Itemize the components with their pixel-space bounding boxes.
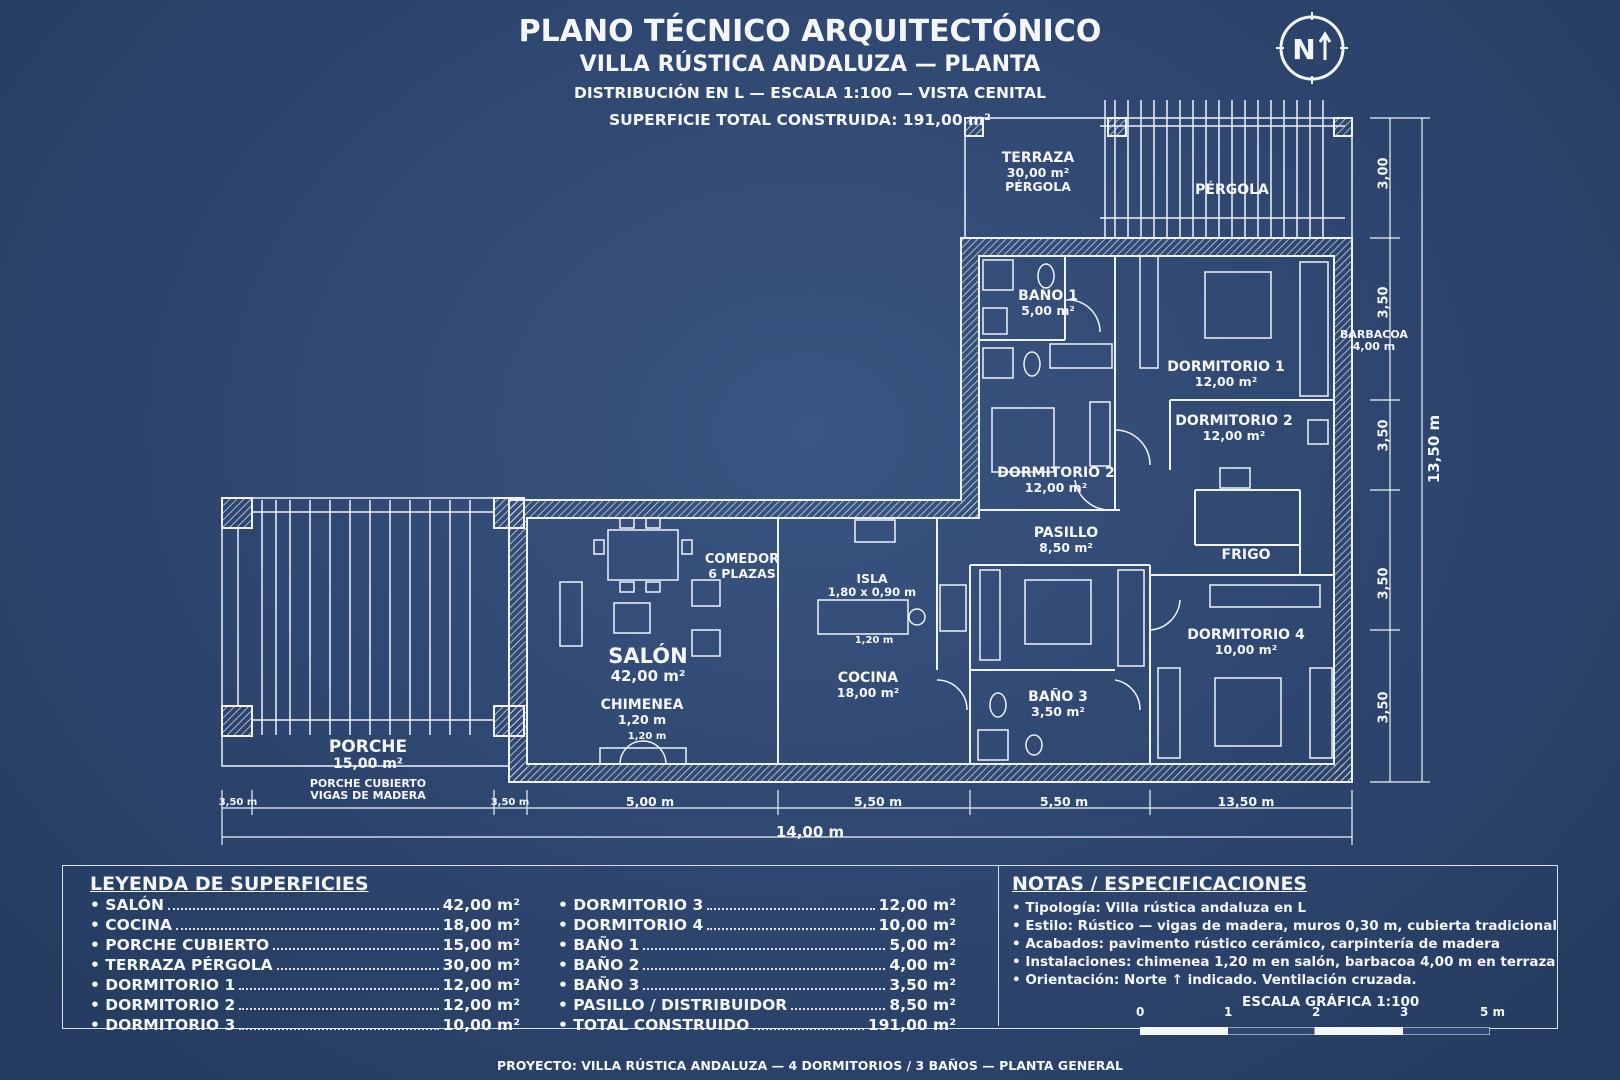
graphic-scale-bar (1140, 1020, 1491, 1036)
plan-total-area: SUPERFICIE TOTAL CONSTRUIDA: 191,00 m² (609, 111, 991, 129)
dim-bottom-2: 3,50 m (490, 797, 530, 808)
chimenea-dimension: 1,20 m (627, 731, 667, 742)
kitchen-island (817, 599, 909, 635)
barbacoa (1299, 261, 1329, 397)
coffee-table (613, 602, 651, 634)
pergola-beams (1100, 100, 1345, 238)
dining-table (607, 529, 679, 581)
fireplace (599, 747, 687, 765)
kitchen-sink (854, 519, 896, 543)
scale-tick: 2 (1312, 1005, 1321, 1019)
notes-title: NOTAS / ESPECIFICACIONES (1012, 873, 1308, 895)
north-label: N (1292, 33, 1315, 66)
bed-dorm2 (991, 407, 1055, 473)
room-bano3: BAÑO 3 3,50 m² (1028, 689, 1088, 720)
panel-divider (998, 866, 999, 1026)
dim-bottom-6: 13,50 m (1217, 794, 1275, 809)
dim-total-width: 14,00 m (775, 823, 845, 841)
room-porche: PORCHE 15,00 m² PORCHE CUBIERTO VIGAS DE… (309, 737, 427, 803)
room-barbacoa: BARBACOA 4,00 m (1340, 328, 1408, 354)
dim-right-5: 3,50 (1376, 691, 1392, 724)
plan-title: PLANO TÉCNICO ARQUITECTÓNICO (518, 14, 1102, 49)
room-isla: ISLA 1,80 x 0,90 m (827, 571, 917, 599)
scale-tick: 1 (1224, 1005, 1233, 1019)
porche-beams (237, 500, 494, 735)
bed-dorm1 (1204, 271, 1272, 339)
plan-distribution: DISTRIBUCIÓN EN L — ESCALA 1:100 — VISTA… (574, 84, 1046, 102)
dim-right-total: 13,50 m (1425, 414, 1444, 484)
room-terraza: TERRAZA 30,00 m² PÉRGOLA (1001, 150, 1075, 195)
dim-bottom-3: 5,00 m (625, 794, 675, 809)
room-frigo: FRIGO (1221, 547, 1271, 563)
room-pergola: PÉRGOLA (1195, 182, 1269, 198)
room-cocina: COCINA 18,00 m² (836, 670, 900, 701)
north-arrow-icon: N (1276, 12, 1348, 84)
dim-bottom-1: 3,50 m (218, 797, 258, 808)
wardrobe-dorm1 (1139, 255, 1159, 369)
dim-bottom-5: 5,50 m (1039, 794, 1089, 809)
scale-tick: 3 (1400, 1005, 1409, 1019)
bed-dorm4 (1214, 677, 1282, 747)
room-comedor: COMEDOR 6 PLAZAS (704, 552, 780, 582)
legend-title: LEYENDA DE SUPERFICIES (90, 873, 369, 895)
dim-right-1: 3,00 (1376, 157, 1392, 190)
scale-tick: 5 m (1480, 1005, 1506, 1019)
room-dormitorio2-left: DORMITORIO 2 12,00 m² (997, 465, 1115, 496)
note-item: • Orientación: Norte ↑ indicado. Ventila… (1012, 972, 1417, 988)
plan-subtitle: VILLA RÚSTICA ANDALUZA — PLANTA (579, 52, 1041, 77)
scale-tick: 0 (1136, 1005, 1145, 1019)
room-bano1: BAÑO 1 5,00 m² (1018, 288, 1078, 319)
room-dormitorio2-right: DORMITORIO 2 12,00 m² (1175, 413, 1293, 444)
cooktop (939, 584, 967, 632)
isla-dimension: 1,20 m (854, 635, 894, 646)
sofa (559, 581, 583, 647)
footer-project: PROYECTO: VILLA RÚSTICA ANDALUZA — 4 DOR… (496, 1058, 1123, 1073)
dim-right-4: 3,50 (1376, 567, 1392, 600)
room-pasillo: PASILLO 8,50 m² (1033, 525, 1099, 556)
note-item: • Estilo: Rústico — vigas de madera, mur… (1012, 918, 1558, 934)
room-salon: SALÓN 42,00 m² (608, 644, 688, 686)
scale-title: ESCALA GRÁFICA 1:100 (1242, 994, 1420, 1010)
dim-right-3: 3,50 (1376, 419, 1392, 452)
room-chimenea: CHIMENEA 1,20 m (600, 697, 684, 728)
note-item: • Acabados: pavimento rústico cerámico, … (1012, 936, 1500, 952)
note-item: • Instalaciones: chimenea 1,20 m en saló… (1012, 954, 1556, 970)
note-item: • Tipología: Villa rústica andaluza en L (1012, 900, 1307, 916)
room-dormitorio4: DORMITORIO 4 10,00 m² (1187, 627, 1305, 658)
bed-dorm3 (1024, 579, 1092, 645)
room-dormitorio1: DORMITORIO 1 12,00 m² (1167, 359, 1285, 390)
dim-bottom-4: 5,50 m (853, 794, 903, 809)
dim-right-2: 3,50 (1376, 286, 1392, 319)
